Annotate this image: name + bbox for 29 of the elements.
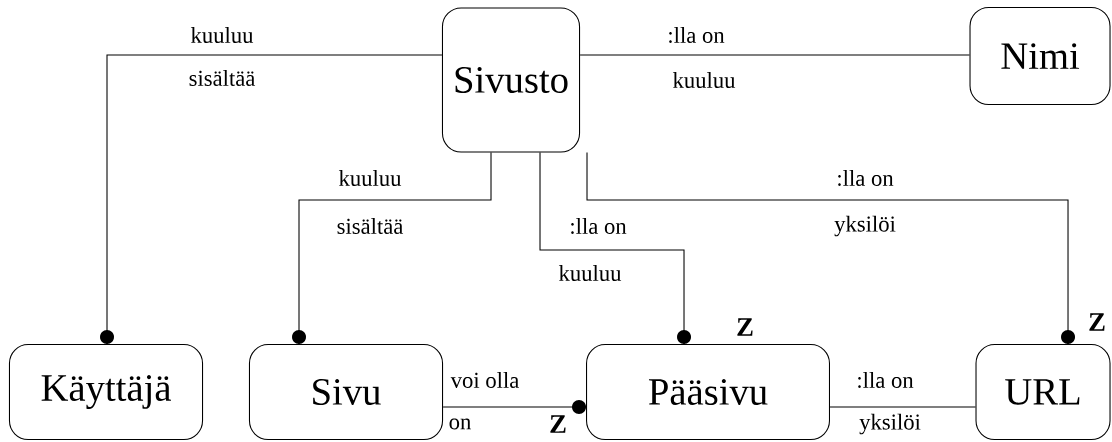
edge-label: sisältää xyxy=(335,216,405,236)
entity-box: Pääsivu xyxy=(586,344,830,440)
edge-label: kuuluu xyxy=(189,25,255,45)
connector xyxy=(539,152,691,345)
multiplicity-label: Z xyxy=(1089,313,1105,331)
connector xyxy=(292,152,492,345)
entity-box: URL xyxy=(975,344,1111,440)
edge-label: :lla on xyxy=(835,168,895,188)
edge-label: sisältää xyxy=(187,68,257,88)
entity-box: Käyttäjä xyxy=(8,344,204,440)
edge-label: kuuluu xyxy=(557,263,623,283)
entity-box: Sivusto xyxy=(441,7,581,153)
connector xyxy=(579,54,971,56)
edge-label: :lla on xyxy=(666,25,726,45)
connector xyxy=(829,406,976,408)
connector xyxy=(100,54,443,345)
edge-label: yksilöi xyxy=(857,412,923,436)
entity-box: Nimi xyxy=(969,6,1111,106)
multiplicity-label: Z xyxy=(550,415,566,433)
edge-label: voi olla xyxy=(449,370,521,390)
edge-label: kuuluu xyxy=(671,70,737,90)
edge-label: :lla on xyxy=(568,216,628,236)
edge-label: yksilöi xyxy=(832,214,898,238)
edge-label: on xyxy=(447,417,473,431)
edge-label: kuuluu xyxy=(337,168,403,188)
connector xyxy=(442,400,587,414)
edge-label: :lla on xyxy=(855,370,915,390)
connector xyxy=(586,152,1075,345)
entity-box: Sivu xyxy=(248,344,444,440)
